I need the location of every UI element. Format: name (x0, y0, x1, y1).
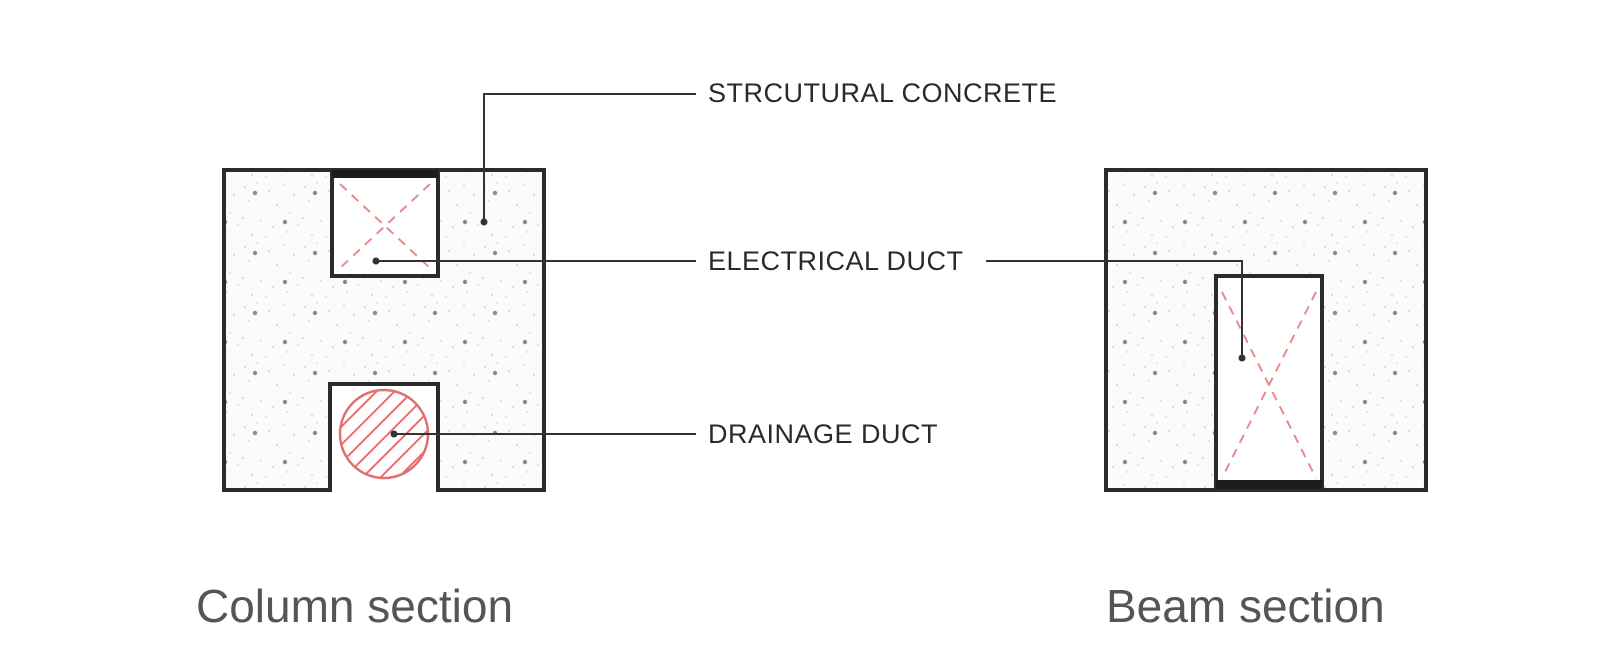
beam-duct-base-plate (1216, 480, 1322, 489)
electrical-duct-label: ELECTRICAL DUCT (708, 246, 964, 276)
drainage-duct-label: DRAINAGE DUCT (708, 419, 938, 449)
column-duct-cover-plate (332, 170, 438, 178)
beam-section (1104, 168, 1428, 492)
column-section (222, 168, 546, 492)
structural-concrete-leader (483, 93, 696, 220)
electrical-duct-leader-right (986, 260, 1243, 356)
electrical-duct-leader-right-dot (1238, 354, 1246, 362)
column-electrical-duct-cross (339, 183, 431, 269)
column-electrical-duct (330, 172, 440, 278)
beam-section-caption: Beam section (1106, 580, 1385, 632)
beam-electrical-duct-cross (1221, 291, 1317, 479)
column-section-caption: Column section (196, 580, 513, 632)
leader-lines (372, 93, 1246, 438)
drainage-duct-leader-dot (390, 430, 398, 438)
beam-electrical-duct (1214, 274, 1324, 488)
electrical-duct-leader-left-dot (372, 257, 380, 265)
structural-concrete-label: STRCUTURAL CONCRETE (708, 78, 1057, 108)
structural-concrete-leader-dot (480, 218, 488, 226)
column-concrete-outline (222, 168, 546, 492)
